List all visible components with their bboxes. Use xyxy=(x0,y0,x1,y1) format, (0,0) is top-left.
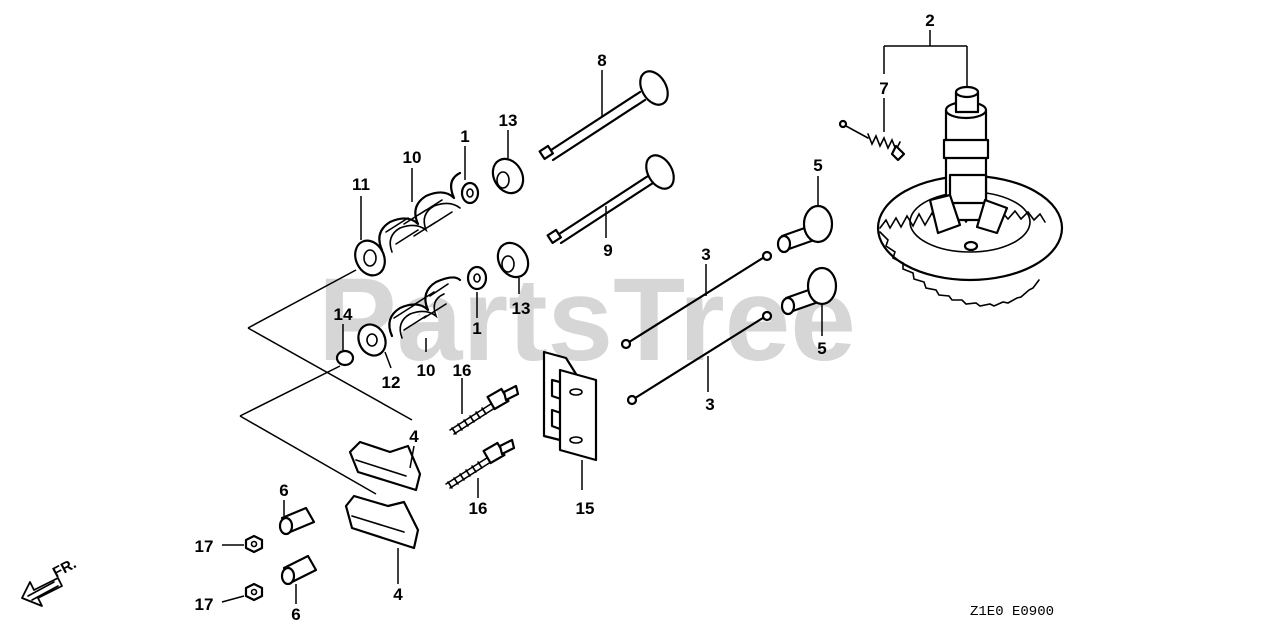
spring-seat-washer xyxy=(354,196,386,277)
callout-3-lower: 3 xyxy=(705,395,714,414)
valve-intake xyxy=(538,70,669,162)
valve-retainer-upper xyxy=(491,130,525,195)
callout-6-lower: 6 xyxy=(291,605,300,624)
callout-5-upper: 5 xyxy=(813,156,822,175)
callout-9: 9 xyxy=(603,241,612,260)
front-direction-label: FR. xyxy=(50,555,79,581)
diagram-code: Z1E0 E0900 xyxy=(970,604,1054,620)
valve-stem-cap-lower xyxy=(466,265,488,318)
camshaft-gear xyxy=(876,30,1064,307)
rocker-arm-upper xyxy=(348,440,422,492)
nut-lower xyxy=(221,582,264,603)
callout-6-upper: 6 xyxy=(279,481,288,500)
valve-stem-cap-upper xyxy=(460,146,480,205)
pivot-upper xyxy=(278,500,316,536)
rocker-stud-upper xyxy=(449,378,520,435)
decompressor-spring xyxy=(838,98,906,162)
callout-17-lower: 17 xyxy=(195,595,214,614)
valve-spring-lower xyxy=(388,276,462,352)
retainer-pin xyxy=(335,324,355,367)
callout-8: 8 xyxy=(597,51,606,70)
front-direction-arrow xyxy=(21,577,63,607)
callout-13-upper: 13 xyxy=(499,111,518,130)
callout-12: 12 xyxy=(382,373,401,392)
stem-seal xyxy=(357,323,392,369)
nut-upper xyxy=(222,534,264,554)
push-rod-guide-plate xyxy=(542,350,598,490)
assembly-bracket xyxy=(239,269,413,495)
callout-4-upper: 4 xyxy=(409,427,419,446)
callout-15: 15 xyxy=(576,499,595,518)
callout-10-lower: 10 xyxy=(417,361,436,380)
callout-14: 14 xyxy=(334,305,353,324)
callout-2: 2 xyxy=(925,11,934,30)
callout-17-upper: 17 xyxy=(195,537,214,556)
valve-lifter-lower xyxy=(780,266,838,336)
callout-16-upper: 16 xyxy=(453,361,472,380)
callout-1-upper: 1 xyxy=(460,127,469,146)
rocker-arm-lower xyxy=(344,494,420,584)
callout-3-upper: 3 xyxy=(701,245,710,264)
callout-13-lower: 13 xyxy=(512,299,531,318)
callout-5-lower: 5 xyxy=(817,339,826,358)
callout-7: 7 xyxy=(879,79,888,98)
rocker-stud-lower xyxy=(445,438,516,498)
callout-1-lower: 1 xyxy=(472,319,481,338)
pivot-lower xyxy=(280,554,318,604)
callout-4-lower: 4 xyxy=(393,585,403,604)
valve-spring-upper xyxy=(378,168,462,253)
callout-16-lower: 16 xyxy=(469,499,488,518)
valve-exhaust xyxy=(546,154,675,245)
callout-10-upper: 10 xyxy=(403,148,422,167)
callout-11: 11 xyxy=(352,175,370,194)
valve-retainer-lower xyxy=(496,241,530,294)
push-rods xyxy=(620,250,773,406)
valve-lifter-upper xyxy=(776,176,834,254)
